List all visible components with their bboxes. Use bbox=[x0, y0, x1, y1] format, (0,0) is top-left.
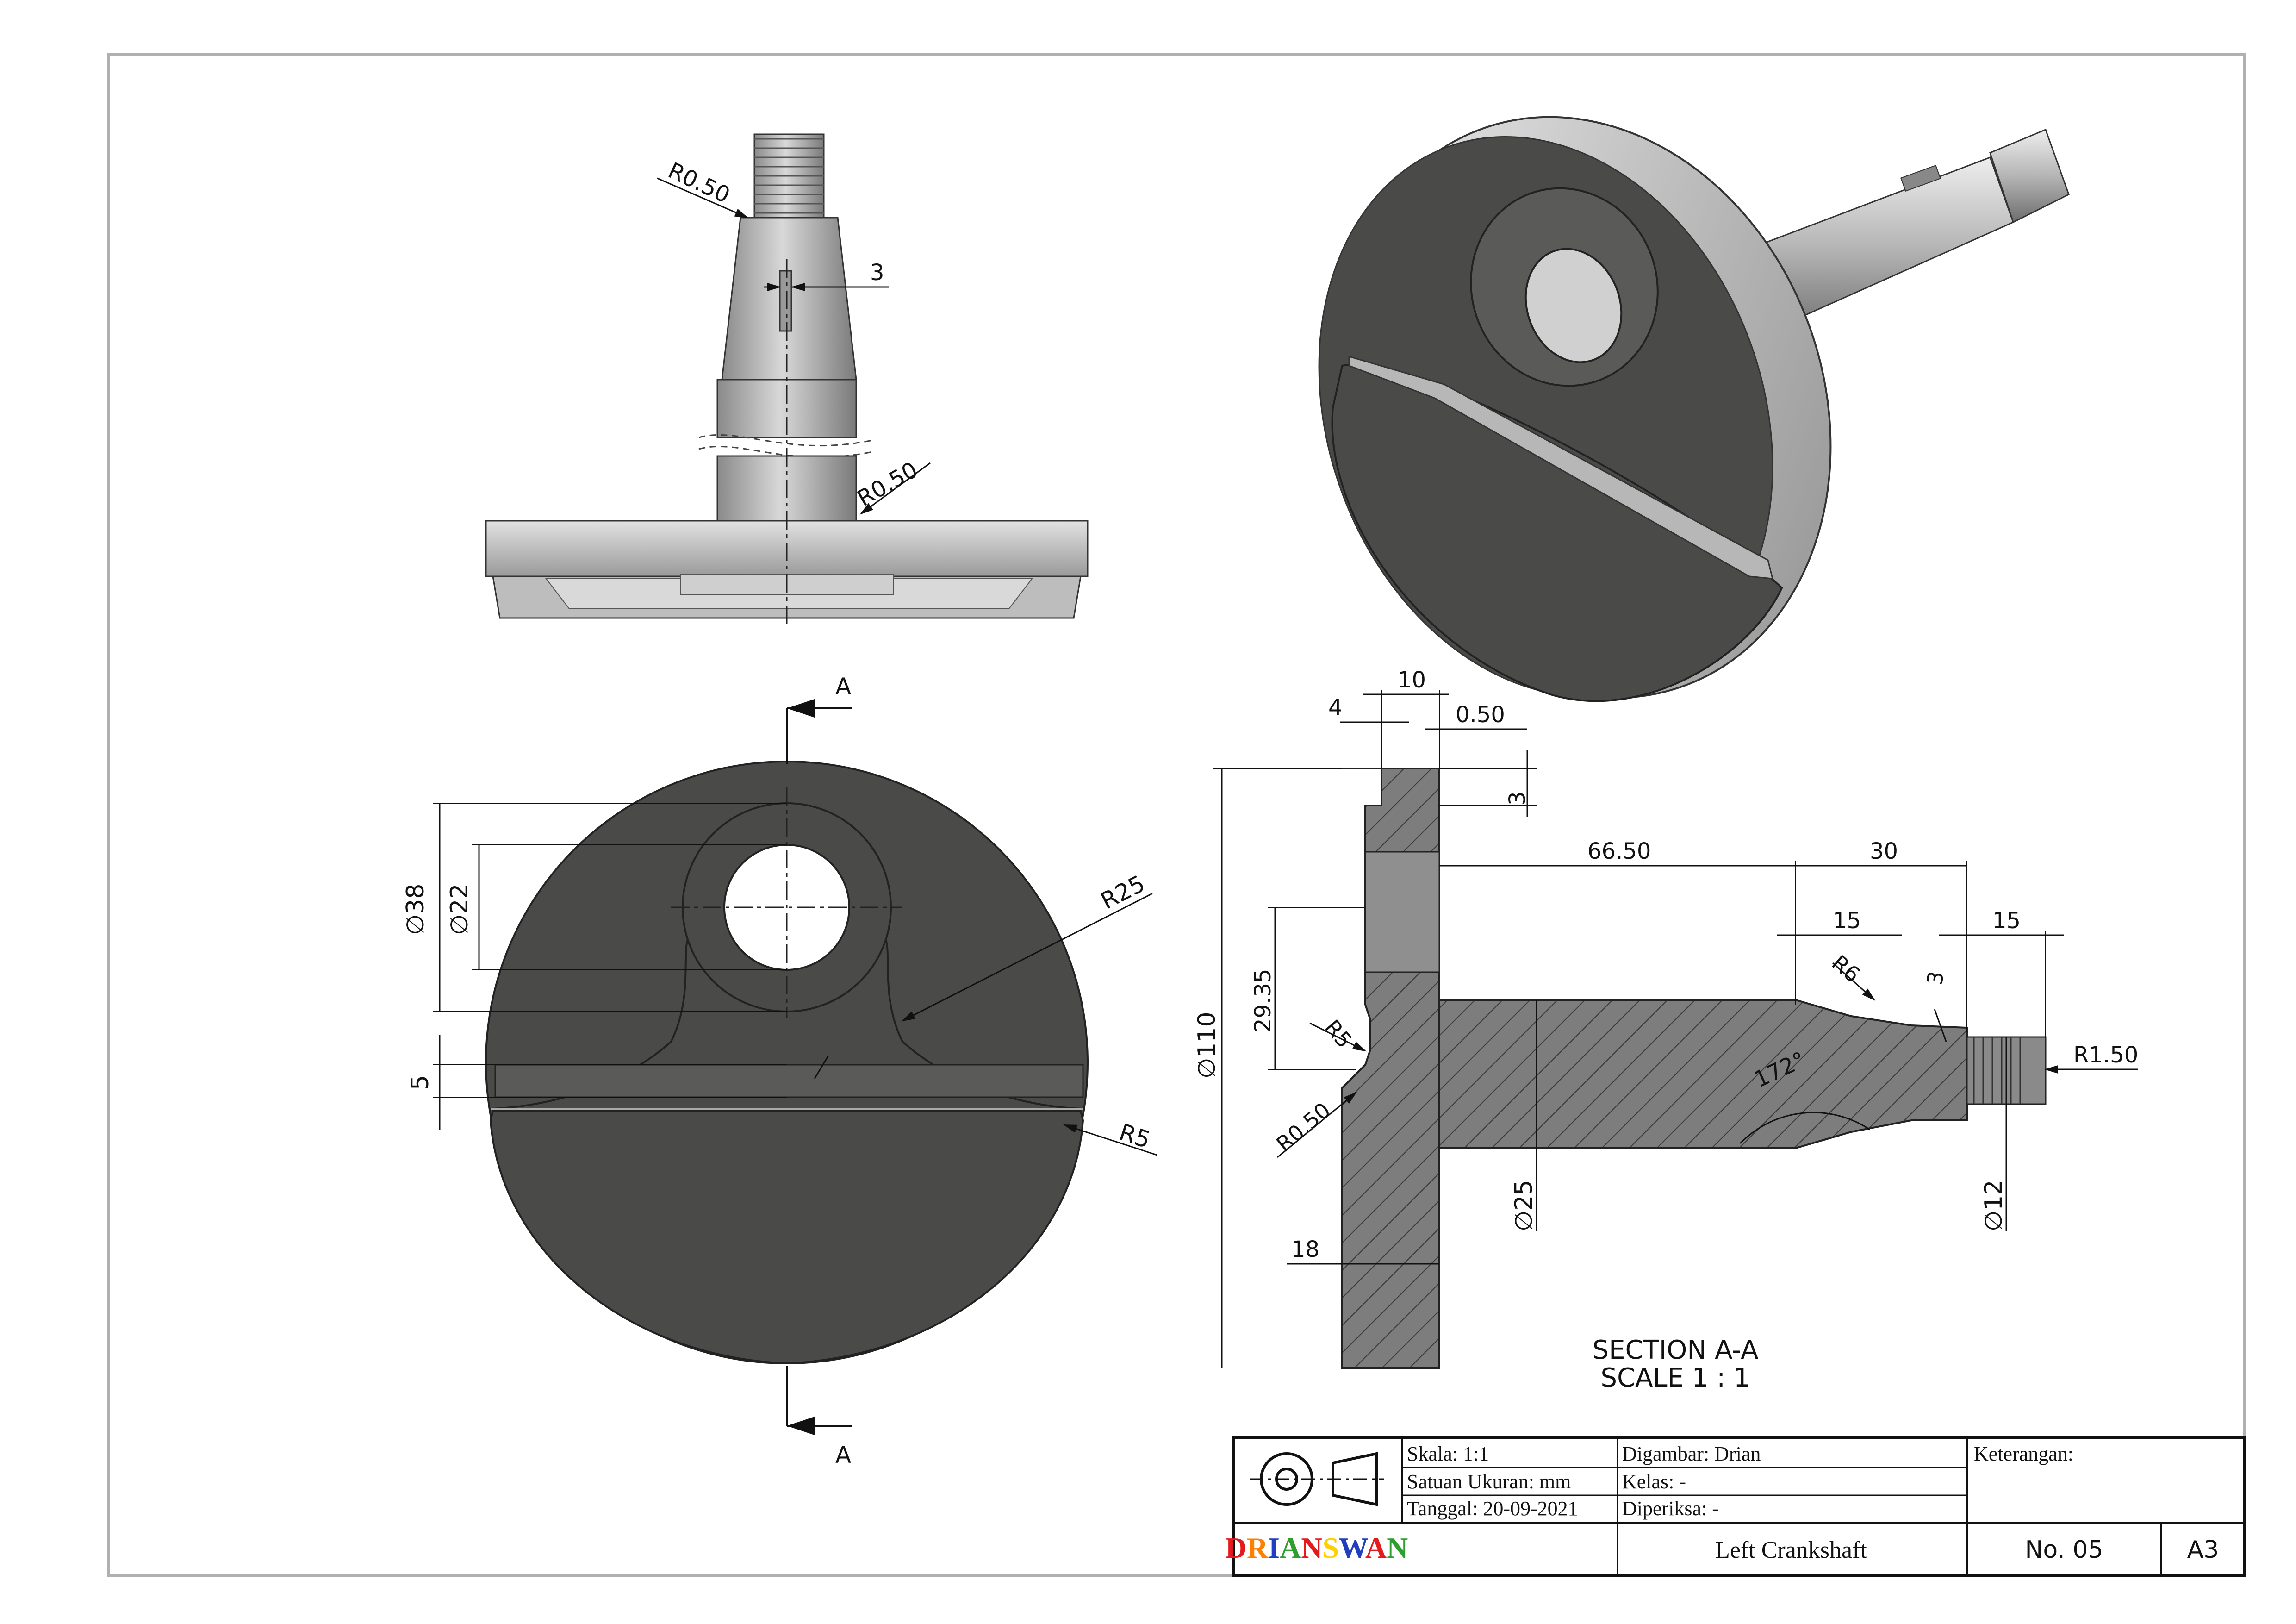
dim-edge-radius: R5 bbox=[1116, 1118, 1153, 1154]
side-view: R0.50 3 R0.50 bbox=[485, 133, 1089, 625]
dim-sec-diameter-110: ∅110 bbox=[1193, 1012, 1221, 1079]
section-caption-title: SECTION A-A bbox=[1593, 1335, 1759, 1365]
brand-letter: N bbox=[1387, 1531, 1408, 1564]
dim-sec-taper-seg: 15 bbox=[1833, 908, 1861, 934]
section-label-bottom: A bbox=[835, 1442, 851, 1468]
brand-letter: D bbox=[1226, 1531, 1247, 1564]
drawing-title: Left Crankshaft bbox=[1715, 1537, 1867, 1563]
dim-sec-fillet-r5: R5 bbox=[1320, 1015, 1357, 1053]
brand-logo: DRIANSWAN bbox=[1226, 1531, 1408, 1564]
dim-sec-thread-length: 15 bbox=[1992, 908, 2021, 934]
dim-flat-height: 5 bbox=[406, 1075, 434, 1090]
brand-letter: S bbox=[1322, 1531, 1339, 1564]
dim-sec-hole-center: 29.35 bbox=[1250, 969, 1276, 1032]
dim-sec-diameter-25: ∅25 bbox=[1510, 1180, 1538, 1231]
sheet-border bbox=[107, 53, 2246, 1577]
brand-letter: N bbox=[1301, 1531, 1322, 1564]
dim-sec-step: 3 bbox=[1505, 791, 1531, 806]
section-label-top: A bbox=[835, 673, 851, 700]
scale-field: Skala: 1:1 bbox=[1407, 1443, 1489, 1465]
dim-sec-fillet-r050: R0.50 bbox=[1271, 1098, 1335, 1157]
dim-sec-key-depth: 3 bbox=[1922, 969, 1949, 987]
dim-fillet-upper: R0.50 bbox=[664, 157, 734, 208]
dim-key-width: 3 bbox=[870, 260, 884, 286]
dim-sec-total-flange: 10 bbox=[1398, 667, 1426, 693]
drawing-number: No. 05 bbox=[2025, 1536, 2103, 1564]
dim-sec-chamfer: 0.50 bbox=[1456, 702, 1505, 728]
dim-sec-taper-length: 30 bbox=[1870, 838, 1898, 864]
section-view: 10 4 0.50 3 66.50 30 15 15 R6 3 ∅110 29.… bbox=[1193, 667, 2138, 1393]
brand-letter: W bbox=[1339, 1531, 1368, 1564]
title-block: Skala: 1:1 Satuan Ukuran: mm Tanggal: 20… bbox=[1226, 1436, 2246, 1577]
dim-hole-diameter: ∅22 bbox=[446, 884, 473, 935]
checked-field: Diperiksa: - bbox=[1622, 1497, 1719, 1520]
paper-size: A3 bbox=[2187, 1536, 2219, 1564]
date-field: Tanggal: 20-09-2021 bbox=[1407, 1497, 1578, 1520]
dim-sec-recess: 4 bbox=[1328, 695, 1343, 721]
brand-letter: A bbox=[1365, 1531, 1387, 1564]
drawn-by-field: Digambar: Drian bbox=[1622, 1443, 1761, 1465]
dim-sec-diameter-12: ∅12 bbox=[1980, 1180, 2008, 1231]
dim-sec-shaft-length: 66.50 bbox=[1587, 838, 1651, 864]
dim-sec-fillet-r6: R6 bbox=[1827, 950, 1865, 987]
remarks-field: Keterangan: bbox=[1974, 1443, 2073, 1465]
units-field: Satuan Ukuran: mm bbox=[1407, 1470, 1571, 1493]
isometric-view bbox=[1318, 116, 2070, 702]
brand-letter: I bbox=[1268, 1531, 1280, 1564]
dim-sec-flange-thickness: 18 bbox=[1291, 1237, 1319, 1262]
dim-fillet-lower: R0.50 bbox=[853, 457, 922, 512]
dim-sec-thread-radius: R1.50 bbox=[2073, 1042, 2138, 1068]
brand-letter: A bbox=[1280, 1531, 1301, 1564]
front-view: A A ∅38 ∅22 R25 R5 5 bbox=[402, 673, 1157, 1468]
dim-boss-diameter: ∅38 bbox=[402, 884, 429, 935]
class-field: Kelas: - bbox=[1622, 1470, 1686, 1493]
section-caption-scale: SCALE 1 : 1 bbox=[1600, 1363, 1750, 1393]
projection-symbol-icon bbox=[1250, 1452, 1384, 1506]
brand-letter: R bbox=[1247, 1531, 1269, 1564]
